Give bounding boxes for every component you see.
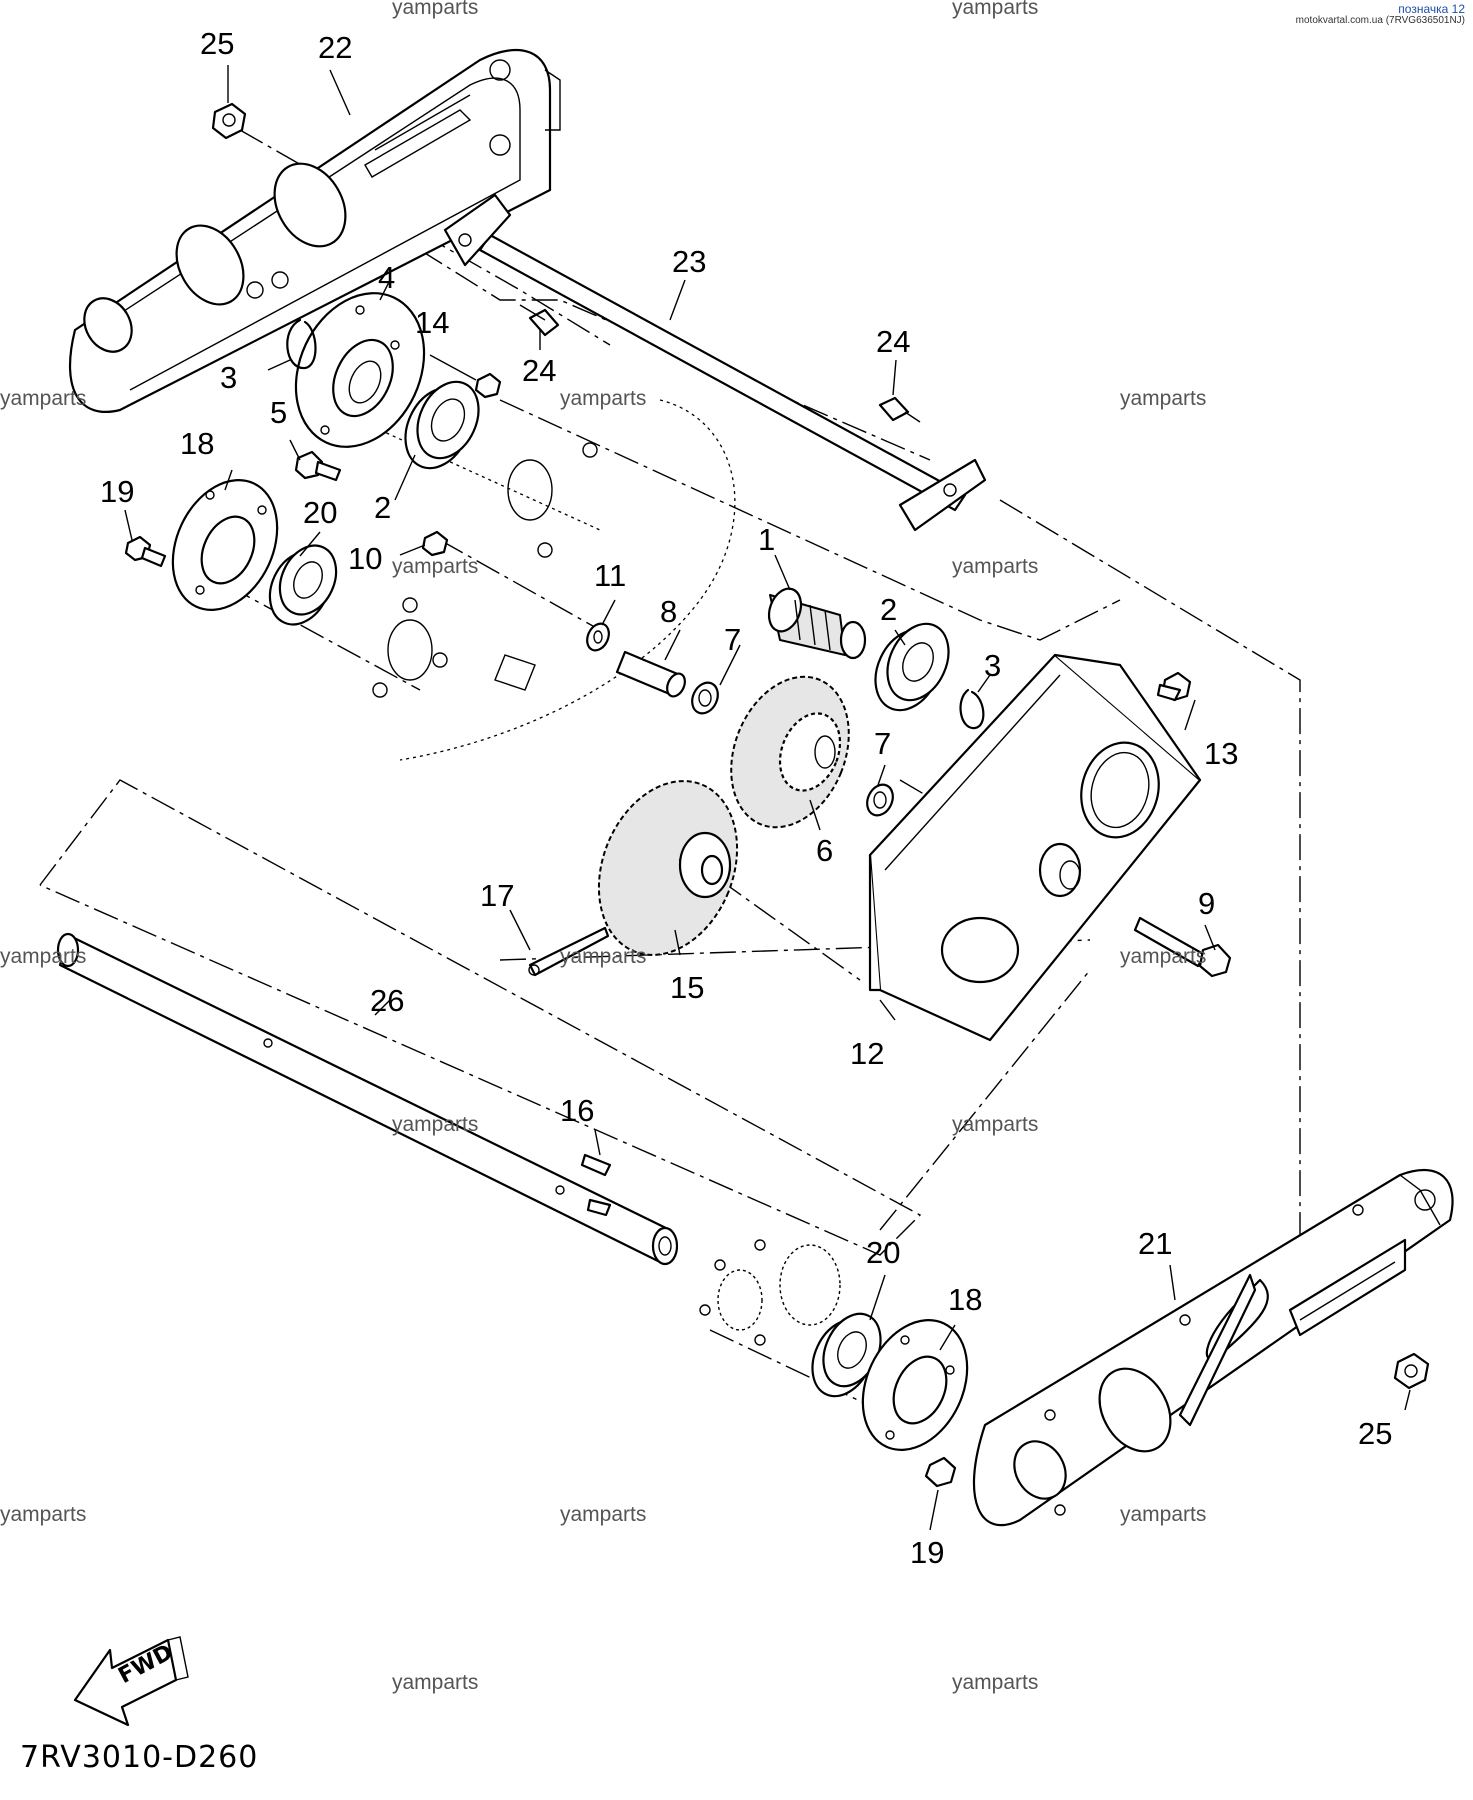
callout-24: 24 [522, 353, 557, 388]
callout-25: 25 [200, 26, 235, 61]
washer-11 [586, 622, 610, 652]
watermark: yamparts [952, 1671, 1039, 1694]
bolt-9 [1133, 916, 1232, 978]
bushing-7-b [866, 783, 894, 817]
circlip-3-b [959, 688, 985, 730]
watermark: yamparts [560, 945, 647, 968]
watermark: yamparts [392, 555, 479, 578]
callout-1: 1 [758, 522, 776, 557]
bolt-5 [294, 450, 342, 482]
gear-6 [730, 675, 850, 829]
flange-18-a [171, 479, 279, 611]
callout-19: 19 [910, 1535, 945, 1570]
callout-8: 8 [660, 594, 678, 629]
callout-7: 7 [724, 622, 742, 657]
circlip-3-a [286, 318, 317, 370]
bolt-24-a [519, 304, 560, 337]
bearing-2-a [404, 380, 480, 470]
watermark: yamparts [0, 387, 87, 410]
flange-4 [294, 292, 426, 448]
callout-24: 24 [876, 324, 911, 359]
bushing-7-a [691, 681, 719, 715]
bolt-14 [474, 372, 502, 399]
callout-3: 3 [984, 648, 1002, 683]
callout-15: 15 [670, 970, 705, 1005]
axis-lines [39, 129, 1301, 1421]
bolt-19-a [124, 535, 167, 568]
callout-20: 20 [866, 1235, 901, 1270]
callout-23: 23 [672, 244, 707, 279]
axle-26 [56, 932, 679, 1266]
pin-8 [615, 650, 686, 698]
chaincase-12 [868, 653, 1202, 1042]
key-16 [580, 1153, 612, 1177]
watermark: yamparts [0, 945, 87, 968]
callout-12: 12 [850, 1036, 885, 1071]
callout-25: 25 [1358, 1416, 1393, 1451]
callout-2: 2 [374, 490, 392, 525]
plate-22 [68, 48, 561, 413]
callout-14: 14 [415, 305, 450, 340]
gear-15 [597, 780, 739, 956]
callout-11: 11 [594, 558, 627, 593]
callout-26: 26 [370, 983, 405, 1018]
callout-21: 21 [1138, 1226, 1173, 1261]
callout-6: 6 [816, 833, 834, 868]
bearing-2-b [874, 622, 950, 712]
gear-1 [767, 587, 867, 660]
dotted-hub-lower [699, 1239, 841, 1346]
shaft-23 [443, 193, 987, 532]
watermark: yamparts [560, 387, 647, 410]
callout-18: 18 [948, 1282, 983, 1317]
callout-9: 9 [1198, 886, 1216, 921]
callout-5: 5 [270, 395, 288, 430]
callout-13: 13 [1204, 736, 1239, 771]
watermark: yamparts [0, 1503, 87, 1526]
watermark: yamparts [560, 1503, 647, 1526]
nut-25-b [1393, 1352, 1430, 1390]
bearing-20-a [268, 544, 338, 626]
callout-4: 4 [378, 260, 396, 295]
bolt-19-b [924, 1456, 957, 1488]
watermark: yamparts [952, 1113, 1039, 1136]
fwd-arrow-icon [73, 1636, 189, 1727]
header-source: motokvartal.com.ua (7RVG636501NJ) [1295, 15, 1465, 26]
callout-22: 22 [318, 30, 353, 65]
callout-20: 20 [303, 495, 338, 530]
bolt-24-b [878, 396, 921, 423]
callout-10: 10 [348, 541, 383, 576]
header-label: позначка 12 [1398, 2, 1465, 16]
callout-17: 17 [480, 878, 515, 913]
watermark: yamparts [952, 555, 1039, 578]
callout-3: 3 [220, 360, 238, 395]
watermark: yamparts [392, 1671, 479, 1694]
callout-18: 18 [180, 426, 215, 461]
callout-16: 16 [560, 1093, 595, 1128]
plate-21 [972, 1169, 1454, 1527]
watermark: yamparts [1120, 945, 1207, 968]
watermark: yamparts [952, 0, 1039, 19]
callout-7: 7 [874, 726, 892, 761]
nut-25-a [211, 102, 247, 140]
bolt-13 [1156, 671, 1192, 702]
callout-19: 19 [100, 474, 135, 509]
watermark: yamparts [1120, 387, 1207, 410]
key-17 [528, 926, 610, 977]
dotted-plate-holes [372, 442, 598, 698]
watermark: yamparts [392, 0, 479, 19]
flange-18-b [861, 1319, 969, 1451]
diagram-code: 7RV3010-D260 [20, 1740, 259, 1775]
watermark: yamparts [1120, 1503, 1207, 1526]
watermark: yamparts [392, 1113, 479, 1136]
callout-2: 2 [880, 592, 898, 627]
callout-leaders [124, 65, 1411, 1531]
bolt-10 [421, 530, 449, 557]
